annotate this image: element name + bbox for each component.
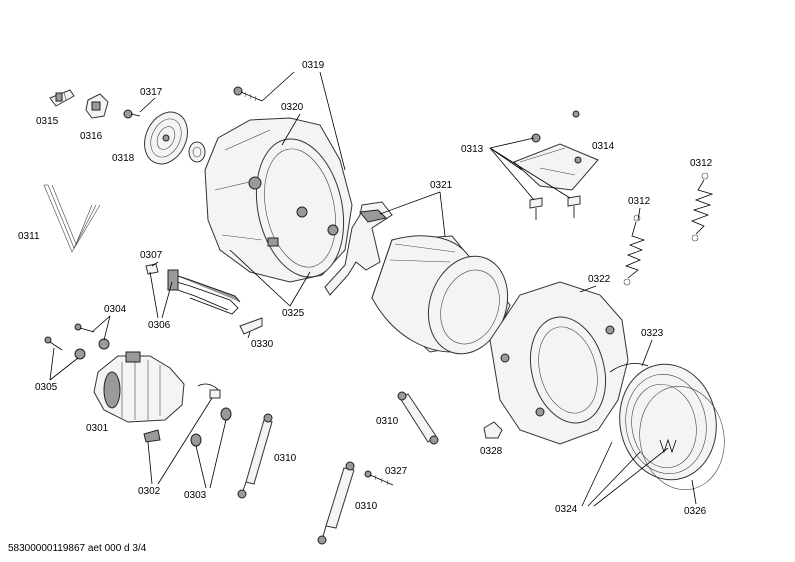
part-0316-switch bbox=[85, 93, 109, 119]
part-0304-screws bbox=[74, 323, 110, 360]
part-0312-spring-left bbox=[623, 214, 646, 286]
part-0301-motor bbox=[93, 351, 185, 423]
part-0312-spring-right bbox=[690, 172, 714, 242]
label-0314: 0314 bbox=[592, 141, 615, 152]
part-0311-belt bbox=[43, 184, 101, 253]
label-0304: 0304 bbox=[104, 304, 127, 315]
part-0314-cover bbox=[513, 110, 599, 191]
label-0307: 0307 bbox=[140, 250, 163, 261]
label-0321: 0321 bbox=[430, 180, 453, 191]
label-0323: 0323 bbox=[641, 328, 664, 339]
label-0330: 0330 bbox=[251, 339, 274, 350]
callout-labels: 0319 0317 0315 0316 0318 0320 0313 0314 … bbox=[18, 60, 713, 517]
label-0310-bottom: 0310 bbox=[355, 501, 378, 512]
label-0310-right: 0310 bbox=[376, 416, 399, 427]
part-drum-spider bbox=[324, 201, 393, 296]
label-0326: 0326 bbox=[684, 506, 707, 517]
part-0327-bolt bbox=[364, 470, 394, 486]
part-0328-valve bbox=[483, 421, 503, 439]
part-0323-wire bbox=[609, 363, 649, 373]
part-0330-clip bbox=[239, 317, 263, 335]
part-0310-shock-right bbox=[397, 391, 439, 445]
label-0315: 0315 bbox=[36, 116, 59, 127]
part-0305-screw bbox=[44, 336, 63, 351]
label-0313: 0313 bbox=[461, 144, 484, 155]
part-0310-shock-mid bbox=[237, 413, 273, 499]
part-0303-bushings bbox=[190, 407, 232, 447]
label-0302: 0302 bbox=[138, 486, 161, 497]
label-0319: 0319 bbox=[302, 60, 325, 71]
part-0307-plug bbox=[145, 263, 159, 275]
label-0301: 0301 bbox=[86, 423, 109, 434]
part-0319-screw bbox=[233, 86, 263, 102]
part-0315-bracket bbox=[49, 89, 75, 107]
label-0310-mid: 0310 bbox=[274, 453, 297, 464]
label-0318: 0318 bbox=[112, 153, 135, 164]
leader-lines bbox=[49, 71, 697, 507]
part-0310-shock-bottom bbox=[317, 461, 355, 545]
label-0328: 0328 bbox=[480, 446, 503, 457]
label-0317: 0317 bbox=[140, 87, 163, 98]
part-0324-door-seal bbox=[619, 363, 717, 481]
label-0322: 0322 bbox=[588, 274, 611, 285]
part-bearing bbox=[188, 141, 206, 163]
label-0311: 0311 bbox=[18, 231, 40, 242]
part-0322-front-tub bbox=[489, 281, 629, 445]
drawing-reference-footer: 58300000119867 aet 000 d 3/4 bbox=[8, 543, 147, 554]
label-0325: 0325 bbox=[282, 308, 305, 319]
label-0324: 0324 bbox=[555, 504, 578, 515]
part-0306-heater bbox=[167, 269, 241, 315]
part-0318-pulley bbox=[144, 111, 188, 165]
label-0327: 0327 bbox=[385, 466, 408, 477]
part-0326-clamp bbox=[639, 385, 725, 491]
label-0312-left: 0312 bbox=[628, 196, 651, 207]
label-0316: 0316 bbox=[80, 131, 103, 142]
part-0313-fittings bbox=[529, 133, 581, 220]
label-0312-right: 0312 bbox=[690, 158, 713, 169]
label-0320: 0320 bbox=[281, 102, 304, 113]
part-0302-brush bbox=[143, 383, 221, 443]
label-0305: 0305 bbox=[35, 382, 58, 393]
part-0320-rear-tub bbox=[204, 117, 353, 283]
part-0317-screw bbox=[123, 109, 141, 119]
part-0321-drum bbox=[371, 235, 511, 355]
label-0306: 0306 bbox=[148, 320, 171, 331]
label-0303: 0303 bbox=[184, 490, 207, 501]
